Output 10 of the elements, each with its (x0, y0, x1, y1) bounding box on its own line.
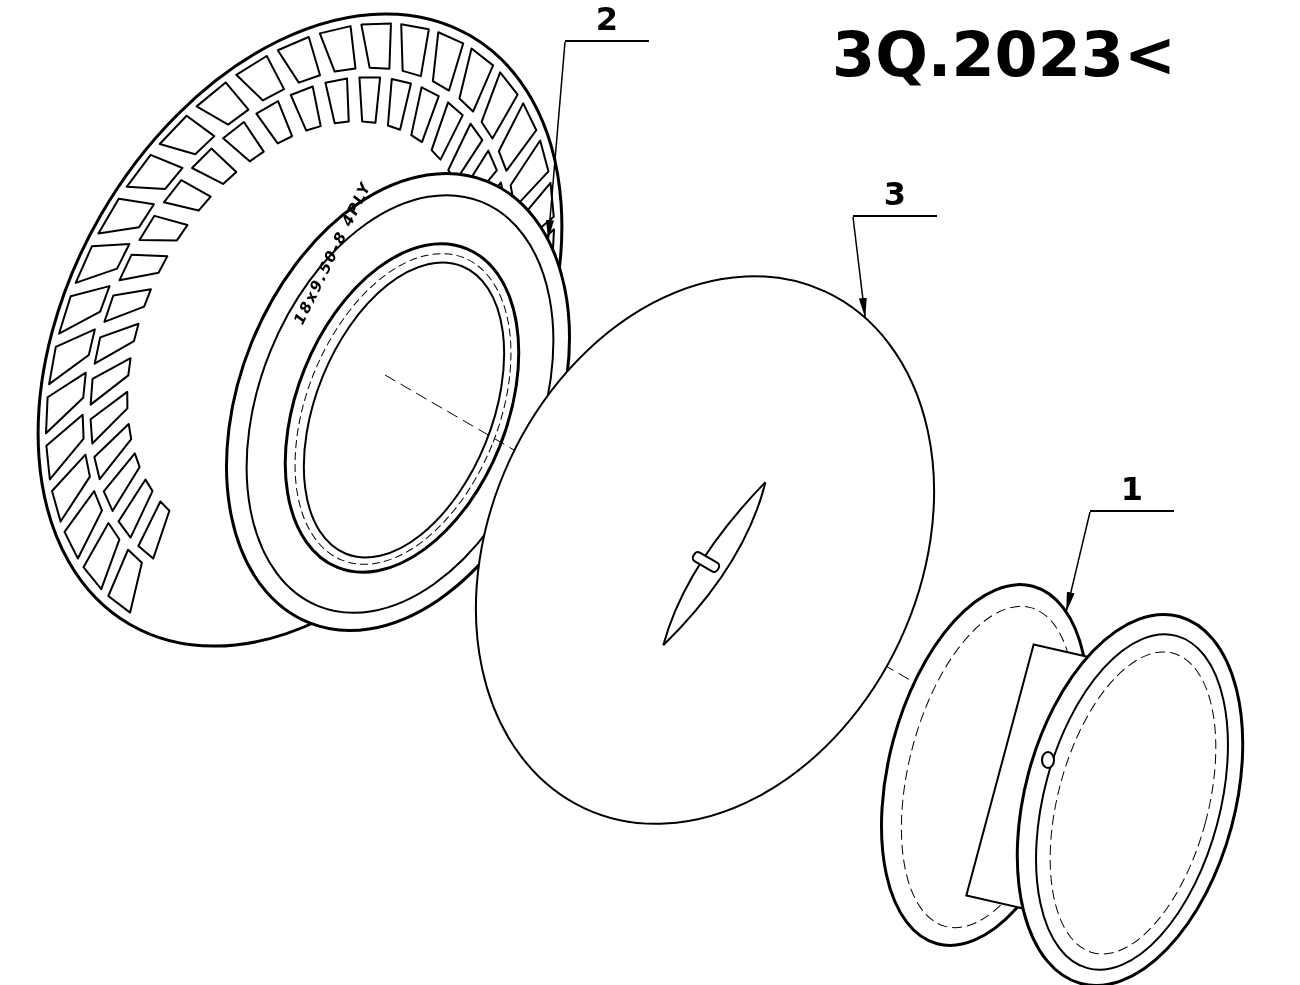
callout-number: 3 (853, 175, 937, 217)
callout-number: 2 (565, 0, 649, 42)
tire-drawing (37, 12, 571, 648)
callout-number: 1 (1090, 470, 1174, 512)
leader-line (852, 216, 867, 319)
leader-line (545, 41, 566, 241)
revision-note: 3Q.2023< (832, 18, 1176, 91)
wheel-rim-drawing (880, 583, 1244, 985)
rim-flap-drawing (475, 275, 935, 825)
leader-line (1065, 511, 1091, 613)
